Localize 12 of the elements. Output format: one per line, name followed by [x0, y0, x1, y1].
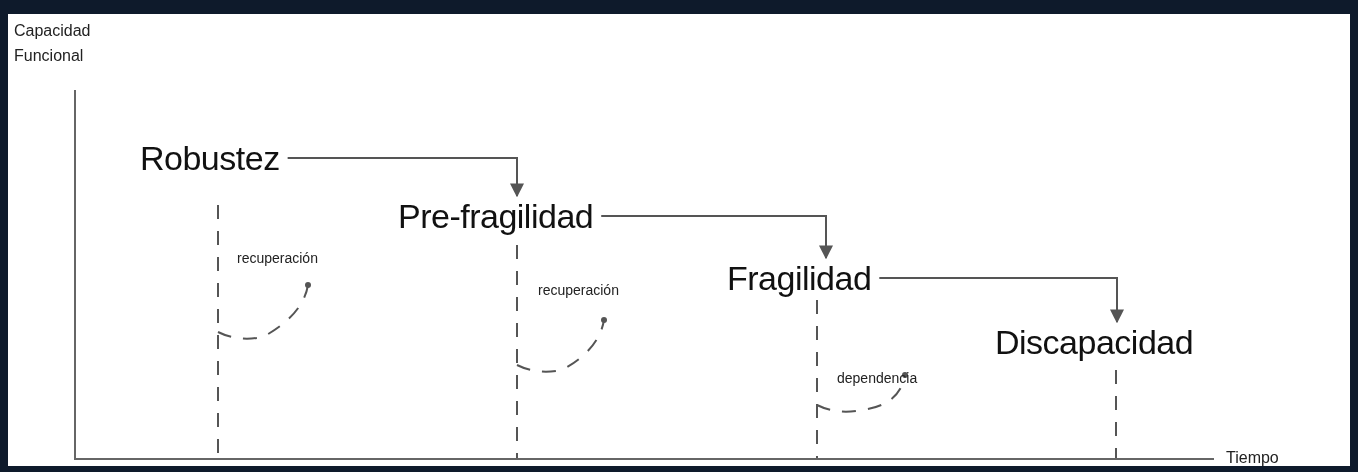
arrow: [600, 215, 833, 260]
axis-label: Capacidad Funcional: [14, 21, 92, 66]
arrow: [286, 157, 524, 198]
curve-label: recuperación: [237, 250, 318, 266]
arrow: [878, 277, 1124, 324]
stage-label: Pre-fragilidad: [398, 196, 594, 236]
curve-label: dependencia: [837, 370, 918, 386]
stage-label: Robustez: [140, 138, 280, 178]
stage-label: Fragilidad: [727, 258, 872, 298]
stage-label: Discapacidad: [995, 322, 1194, 362]
curve-label: recuperación: [538, 282, 619, 298]
axis-label: Tiempo: [1226, 449, 1279, 467]
